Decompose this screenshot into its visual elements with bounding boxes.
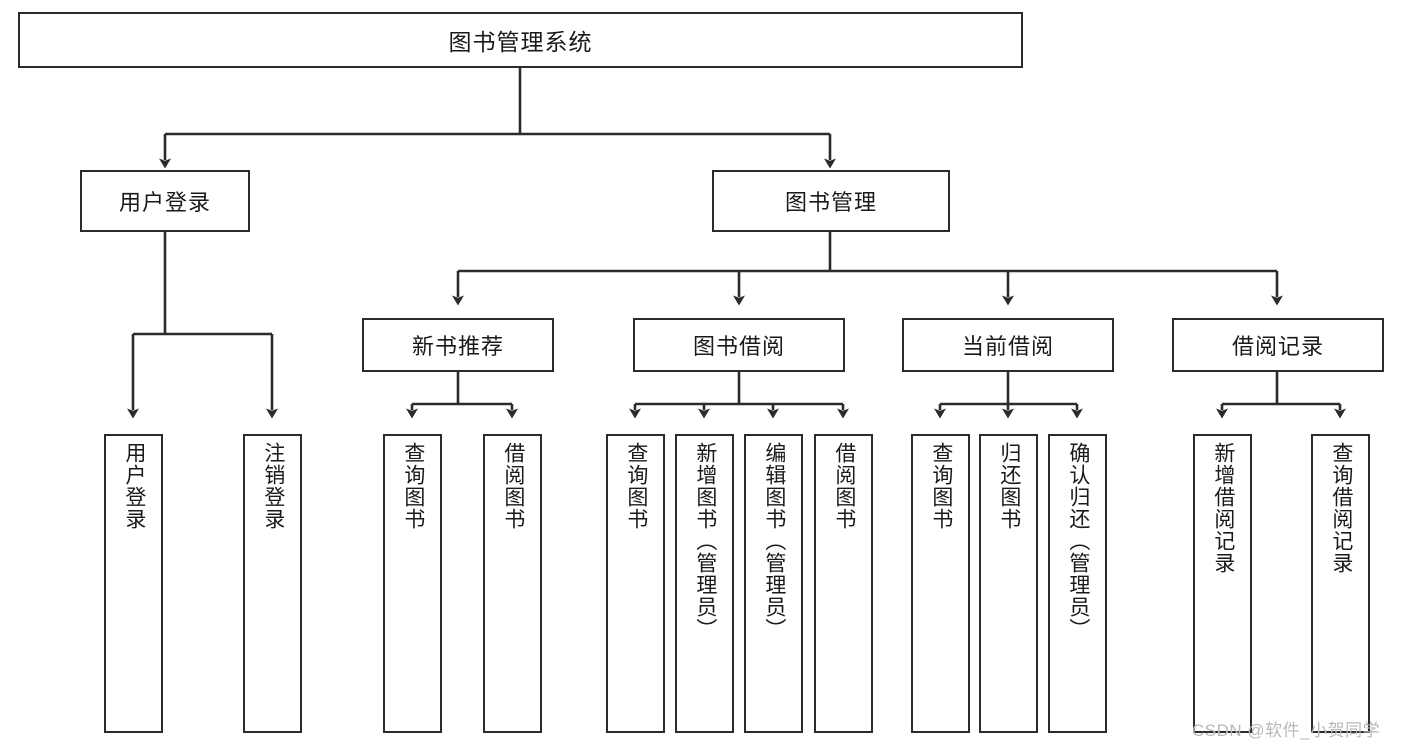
node-label: 查询图书 bbox=[624, 442, 648, 530]
node-book-borrow[interactable]: 图书借阅 bbox=[633, 318, 845, 372]
node-label: 归还图书 bbox=[997, 442, 1021, 530]
node-book-management[interactable]: 图书管理 bbox=[712, 170, 950, 232]
leaf-user-login-logout[interactable]: 注销登录 bbox=[243, 434, 302, 733]
leaf-user-login-login[interactable]: 用户登录 bbox=[104, 434, 163, 733]
node-label: 当前借阅 bbox=[961, 334, 1054, 359]
leaf-new-book-borrow-book[interactable]: 借阅图书 bbox=[483, 434, 542, 733]
node-label: 新增图书（管理员） bbox=[693, 442, 717, 640]
node-label: 查询借阅记录 bbox=[1329, 442, 1353, 574]
node-label: 用户登录 bbox=[118, 190, 211, 215]
node-label: 图书管理 bbox=[784, 190, 877, 215]
csdn-watermark: CSDN @软件_小贺同学 bbox=[1192, 721, 1381, 740]
node-label: 新书推荐 bbox=[411, 334, 504, 359]
node-label: 查询图书 bbox=[929, 442, 953, 530]
leaf-book-borrow-borrow-book[interactable]: 借阅图书 bbox=[814, 434, 873, 733]
leaf-book-borrow-query-book[interactable]: 查询图书 bbox=[606, 434, 665, 733]
node-label: 查询图书 bbox=[401, 442, 425, 530]
leaf-current-borrow-return-book[interactable]: 归还图书 bbox=[979, 434, 1038, 733]
leaf-borrow-record-query-record[interactable]: 查询借阅记录 bbox=[1311, 434, 1370, 733]
leaf-book-borrow-edit-book-admin[interactable]: 编辑图书（管理员） bbox=[744, 434, 803, 733]
node-current-borrow[interactable]: 当前借阅 bbox=[902, 318, 1114, 372]
leaf-current-borrow-confirm-return-admin[interactable]: 确认归还（管理员） bbox=[1048, 434, 1107, 733]
node-root-book-management-system[interactable]: 图书管理系统 bbox=[18, 12, 1023, 68]
node-user-login[interactable]: 用户登录 bbox=[80, 170, 250, 232]
node-label: 注销登录 bbox=[261, 442, 285, 530]
node-label: 借阅图书 bbox=[832, 442, 856, 530]
leaf-borrow-record-add-record[interactable]: 新增借阅记录 bbox=[1193, 434, 1252, 733]
leaf-current-borrow-query-book[interactable]: 查询图书 bbox=[911, 434, 970, 733]
node-label: 借阅记录 bbox=[1231, 334, 1324, 359]
node-new-book-recommend[interactable]: 新书推荐 bbox=[362, 318, 554, 372]
node-label: 用户登录 bbox=[122, 442, 146, 530]
leaf-new-book-query-book[interactable]: 查询图书 bbox=[383, 434, 442, 733]
node-label: 确认归还（管理员） bbox=[1066, 442, 1090, 640]
node-label: 编辑图书（管理员） bbox=[762, 442, 786, 640]
node-label: 图书借阅 bbox=[692, 334, 785, 359]
node-label: 借阅图书 bbox=[501, 442, 525, 530]
node-borrow-record[interactable]: 借阅记录 bbox=[1172, 318, 1384, 372]
node-label: 图书管理系统 bbox=[448, 29, 593, 55]
leaf-book-borrow-add-book-admin[interactable]: 新增图书（管理员） bbox=[675, 434, 734, 733]
node-label: 新增借阅记录 bbox=[1211, 442, 1235, 574]
